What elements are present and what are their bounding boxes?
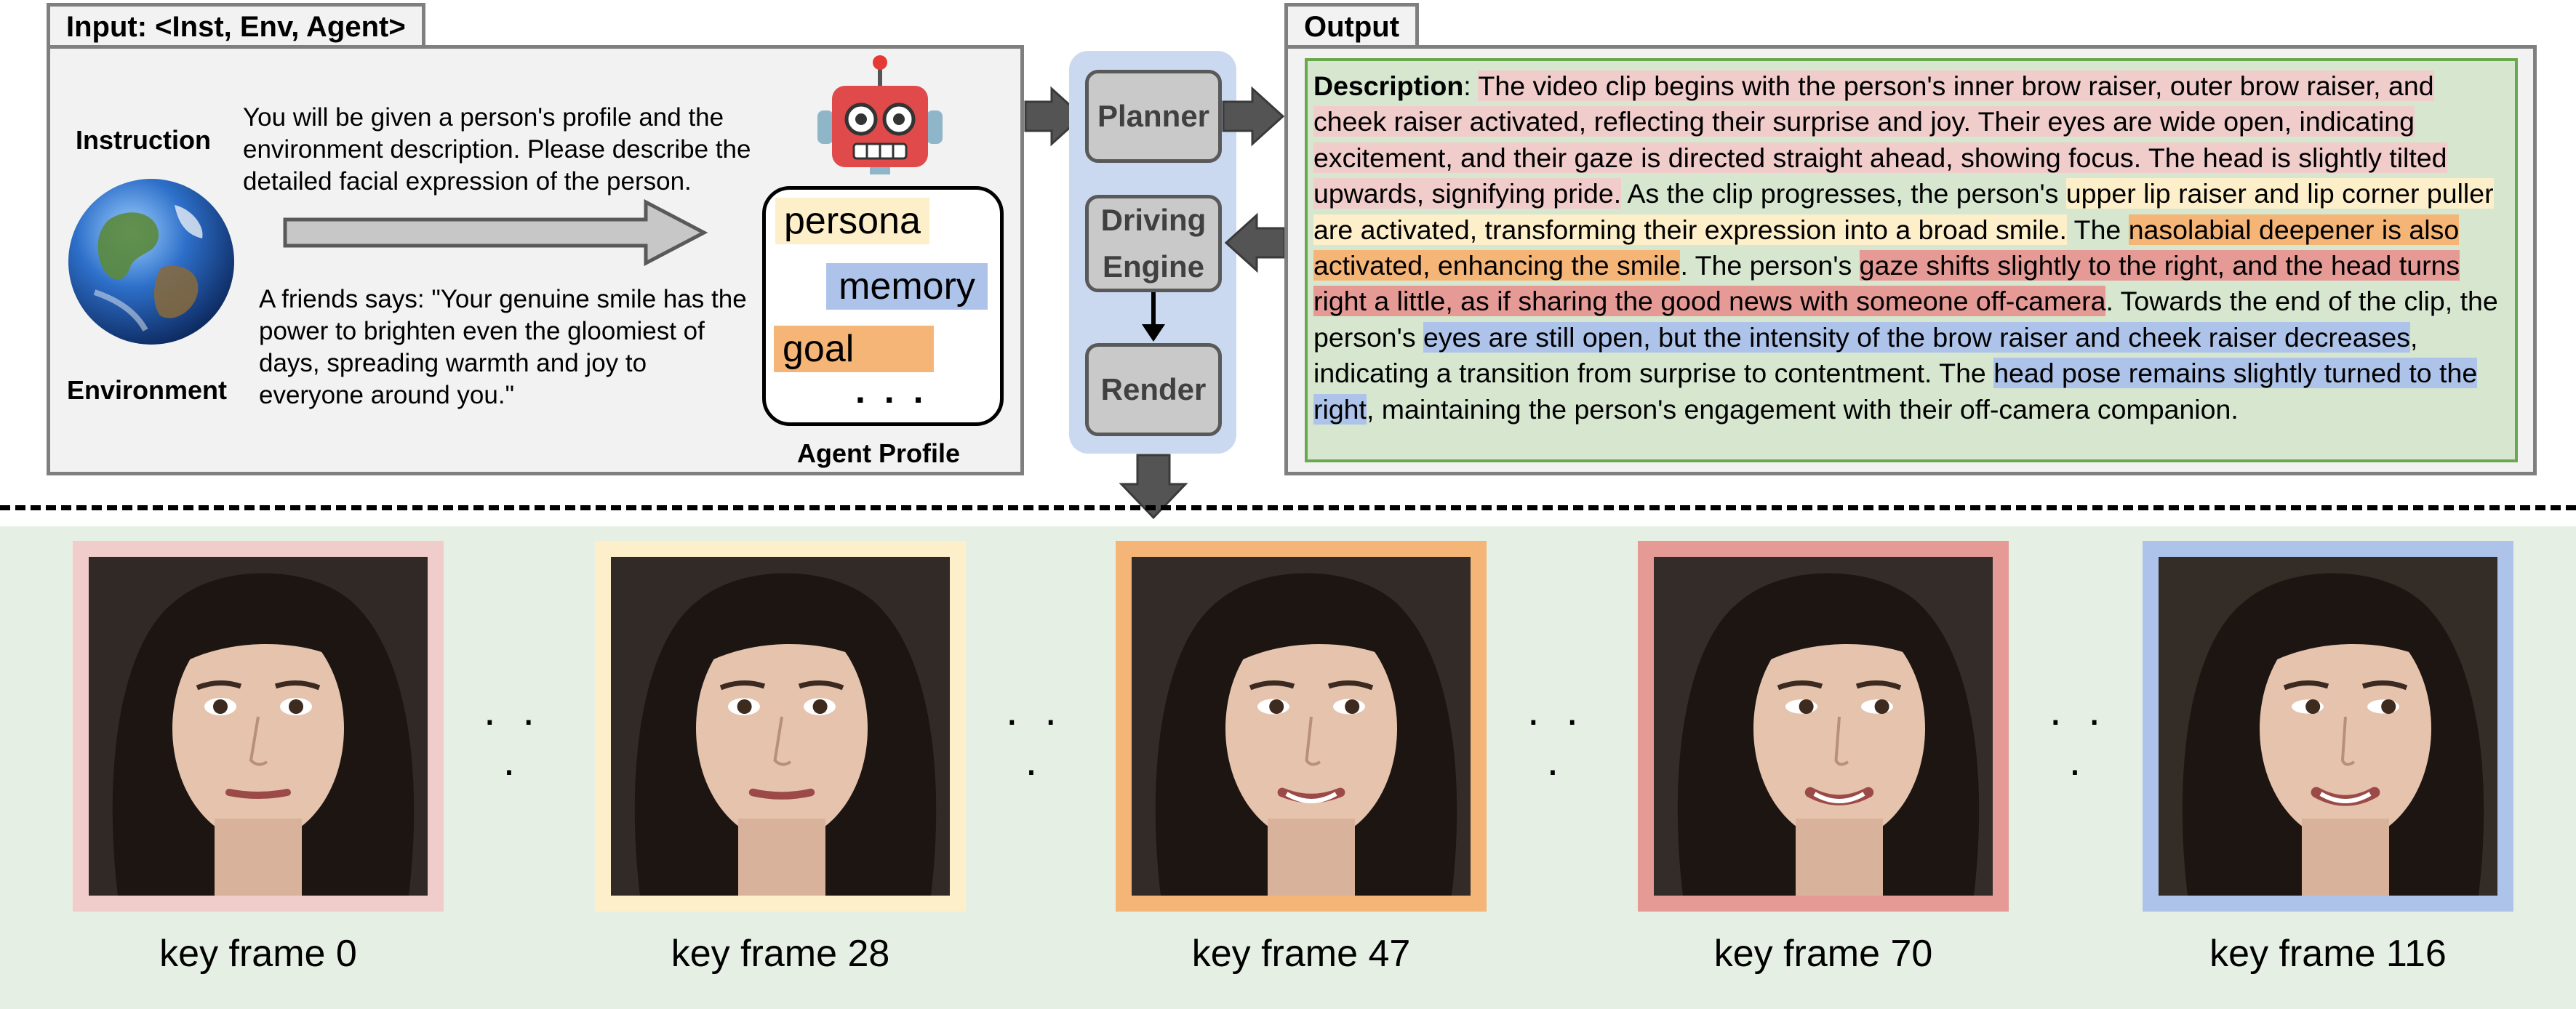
- frame-ellipsis: . . .: [2049, 686, 2108, 784]
- input-panel-title: Input: <Inst, Env, Agent>: [47, 3, 425, 48]
- face-image: [2159, 557, 2497, 896]
- instruction-text: You will be given a person's profile and…: [243, 103, 751, 196]
- key-frame-3: [1638, 541, 2009, 912]
- profile-ellipsis: . . .: [855, 370, 928, 411]
- key-frame-caption: key frame 0: [159, 933, 357, 975]
- face-image: [89, 557, 428, 896]
- profile-item-memory: memory: [826, 263, 988, 310]
- planner-to-output-arrow: [1222, 86, 1286, 147]
- environment-text: A friends says: "Your genuine smile has …: [259, 285, 747, 409]
- face-photo: [89, 557, 428, 896]
- face-photo: [2159, 557, 2497, 896]
- key-frame-caption: key frame 47: [1191, 933, 1411, 975]
- description-segment: , maintaining the person's engagement wi…: [1366, 393, 2239, 425]
- agent-profile-label: Agent Profile: [797, 438, 961, 468]
- description-segment: . The person's: [1680, 250, 1860, 281]
- environment-label: Environment: [67, 375, 228, 405]
- face-image: [611, 557, 950, 896]
- key-frame-0: [73, 541, 444, 912]
- instruction-label: Instruction: [76, 125, 211, 155]
- description-segment: The: [2066, 214, 2129, 245]
- key-frame-2: [1116, 541, 1487, 912]
- render-to-frames-arrow: [1119, 454, 1188, 520]
- output-panel-title: Output: [1284, 3, 1420, 48]
- face-image: [1654, 557, 1993, 896]
- input-panel-title-text: Input: <Inst, Env, Agent>: [66, 11, 406, 43]
- description-segment: . Towards the end of the clip, the perso…: [1313, 286, 2498, 353]
- output-to-engine-arrow: [1224, 212, 1286, 273]
- face-photo: [611, 557, 950, 896]
- robot-icon: [807, 54, 953, 177]
- engine-to-render-arrow: [1139, 292, 1168, 343]
- frame-ellipsis: . . .: [1527, 686, 1585, 784]
- description-label: Description: [1313, 71, 1464, 101]
- input-to-planner-arrow: [1024, 86, 1085, 147]
- face-photo: [1132, 557, 1471, 896]
- face-photo: [1654, 557, 1993, 896]
- key-frame-caption: key frame 70: [1713, 933, 1933, 975]
- profile-item-persona: persona: [775, 198, 929, 244]
- profile-item-goal: goal: [774, 326, 934, 372]
- frame-ellipsis: . . .: [483, 686, 542, 784]
- description-segment: As the clip progresses, the person's: [1621, 178, 2066, 209]
- description-segment: :: [1463, 71, 1479, 101]
- globe-icon: [65, 176, 237, 347]
- description-segment: , indicating a transition from surprise …: [1313, 321, 2418, 389]
- instruction-to-profile-arrow: [282, 198, 708, 267]
- output-panel-title-text: Output: [1304, 11, 1400, 43]
- render-stage: Render: [1085, 343, 1222, 436]
- face-image: [1132, 557, 1471, 896]
- driving-engine-stage: Driving Engine: [1085, 195, 1222, 292]
- description-text: Description: The video clip begins with …: [1313, 68, 2509, 427]
- highlight-blue: eyes are still open, but the intensity o…: [1423, 321, 2410, 353]
- key-frame-4: [2143, 541, 2513, 912]
- key-frame-caption: key frame 116: [2209, 933, 2447, 975]
- key-frame-1: [595, 541, 966, 912]
- key-frame-caption: key frame 28: [671, 933, 890, 975]
- frame-ellipsis: . . .: [1005, 686, 1064, 784]
- planner-stage: Planner: [1085, 70, 1222, 163]
- section-divider: [0, 505, 2576, 510]
- description-box: Description: The video clip begins with …: [1305, 58, 2518, 462]
